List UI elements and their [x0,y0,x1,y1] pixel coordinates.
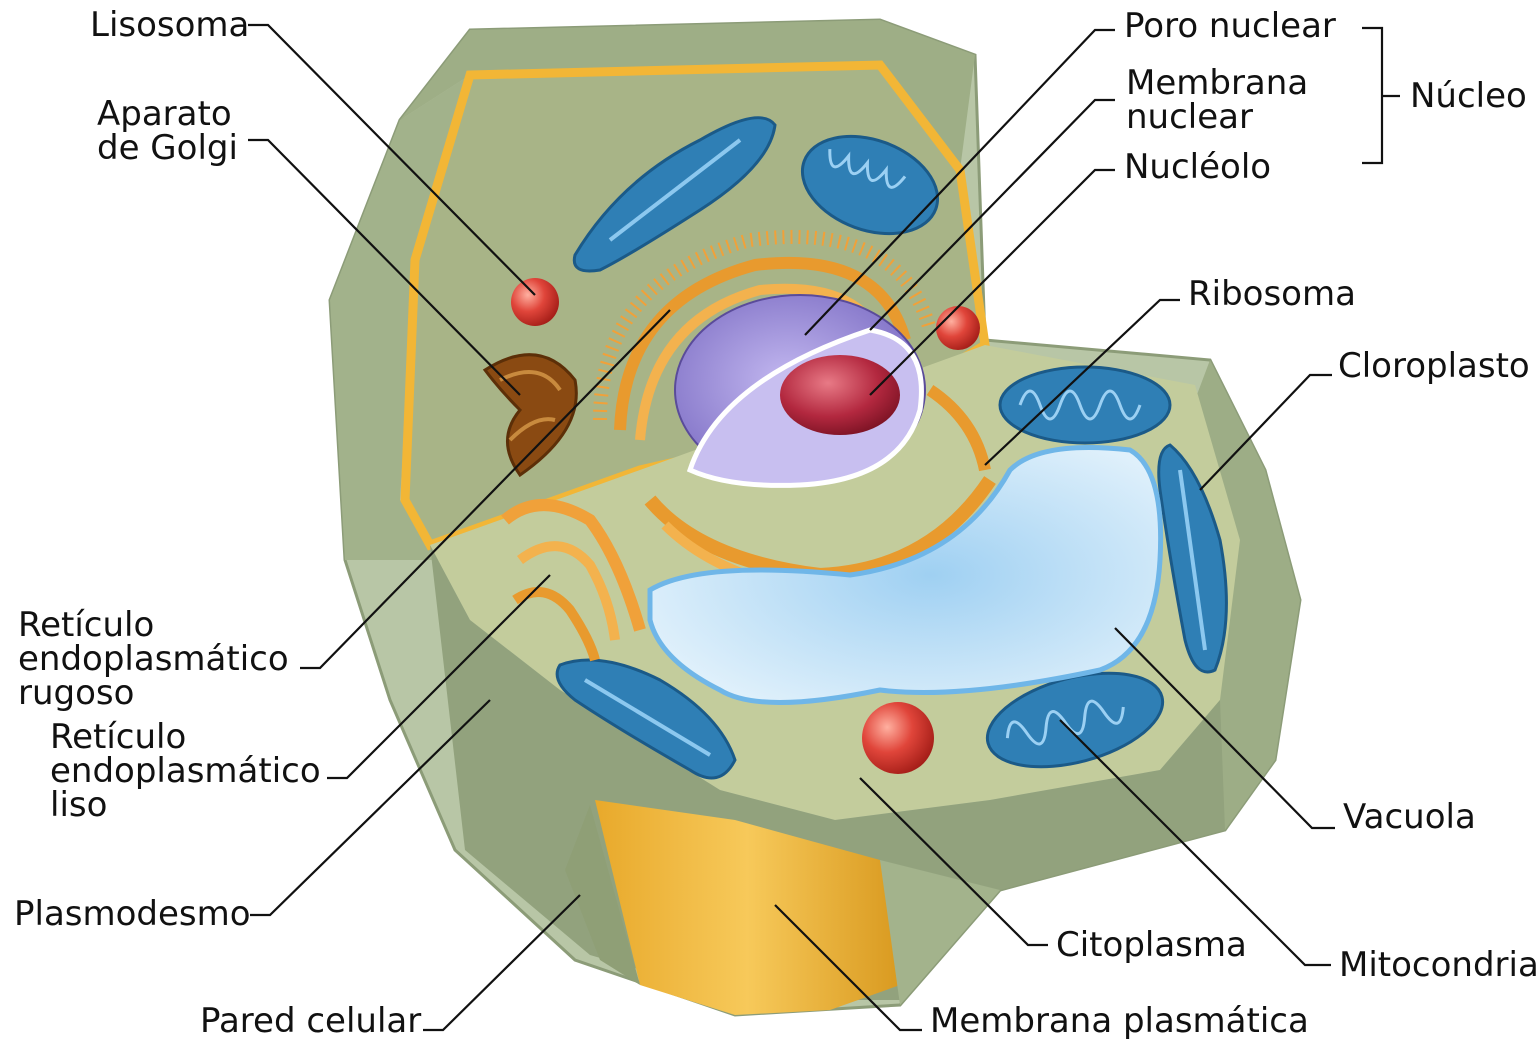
label-poro-nuclear: Poro nuclear [1124,9,1336,43]
label-pared-celular: Pared celular [200,1004,421,1038]
label-reticulo-rugoso: Retículo endoplasmático rugoso [18,608,289,710]
nucleo-bracket [1362,28,1400,163]
label-citoplasma: Citoplasma [1056,928,1247,962]
label-reticulo-liso: Retículo endoplasmático liso [50,720,321,822]
label-membrana-nuclear: Membrana nuclear [1126,66,1308,134]
label-lisosoma: Lisosoma [90,8,249,42]
label-aparato-de-golgi: Aparato de Golgi [97,97,238,165]
label-mitocondria: Mitocondria [1339,948,1537,982]
label-nucleolo: Nucléolo [1124,150,1271,184]
label-membrana-plasmatica: Membrana plasmática [930,1004,1309,1038]
label-plasmodesmo: Plasmodesmo [14,897,251,931]
nucleus [675,295,925,485]
label-vacuola: Vacuola [1343,800,1476,834]
label-cloroplasto: Cloroplasto [1338,349,1530,383]
label-nucleo: Núcleo [1410,79,1527,113]
label-ribosoma: Ribosoma [1188,277,1356,311]
